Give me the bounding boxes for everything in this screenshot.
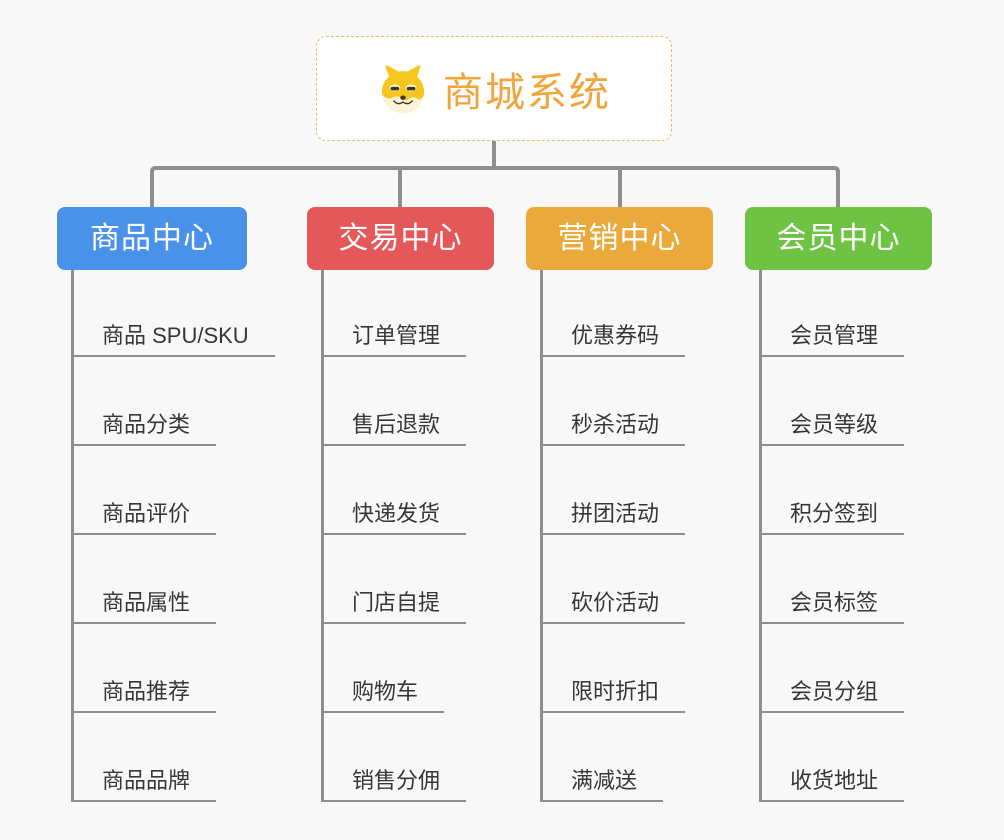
leaf-node-trade-center-2[interactable]: 快递发货 <box>321 501 467 535</box>
leaf-node-member-center-0[interactable]: 会员管理 <box>759 323 905 357</box>
column-trunk-line-member-center <box>759 270 762 802</box>
leaf-node-trade-center-1[interactable]: 售后退款 <box>321 412 467 446</box>
doge-icon <box>381 64 425 113</box>
leaf-node-marketing-center-0[interactable]: 优惠券码 <box>540 323 686 357</box>
column-trunk-line-product-center <box>71 270 74 802</box>
leaf-node-marketing-center-5[interactable]: 满减送 <box>540 768 664 802</box>
root-title: 商城系统 <box>443 70 611 115</box>
branch-node-product-center[interactable]: 商品中心 <box>57 207 247 270</box>
leaf-node-trade-center-4[interactable]: 购物车 <box>321 679 445 713</box>
leaf-node-trade-center-0[interactable]: 订单管理 <box>321 323 467 357</box>
leaf-node-marketing-center-1[interactable]: 秒杀活动 <box>540 412 686 446</box>
leaf-node-product-center-2[interactable]: 商品评价 <box>71 501 217 535</box>
branch-node-marketing-center[interactable]: 营销中心 <box>526 207 713 270</box>
leaf-node-marketing-center-3[interactable]: 砍价活动 <box>540 590 686 624</box>
leaf-node-trade-center-5[interactable]: 销售分佣 <box>321 768 467 802</box>
leaf-node-product-center-1[interactable]: 商品分类 <box>71 412 217 446</box>
branch-node-trade-center[interactable]: 交易中心 <box>307 207 494 270</box>
leaf-node-member-center-3[interactable]: 会员标签 <box>759 590 905 624</box>
leaf-node-product-center-3[interactable]: 商品属性 <box>71 590 217 624</box>
leaf-node-product-center-0[interactable]: 商品 SPU/SKU <box>71 323 275 357</box>
leaf-node-product-center-4[interactable]: 商品推荐 <box>71 679 217 713</box>
leaf-node-marketing-center-4[interactable]: 限时折扣 <box>540 679 686 713</box>
leaf-node-product-center-5[interactable]: 商品品牌 <box>71 768 217 802</box>
branch-node-member-center[interactable]: 会员中心 <box>745 207 932 270</box>
leaf-node-trade-center-3[interactable]: 门店自提 <box>321 590 467 624</box>
leaf-node-member-center-2[interactable]: 积分签到 <box>759 501 905 535</box>
root-node[interactable]: 商城系统 <box>316 36 672 141</box>
leaf-node-member-center-4[interactable]: 会员分组 <box>759 679 905 713</box>
leaf-node-marketing-center-2[interactable]: 拼团活动 <box>540 501 686 535</box>
leaf-node-member-center-5[interactable]: 收货地址 <box>759 768 905 802</box>
column-trunk-line-marketing-center <box>540 270 543 802</box>
leaf-node-member-center-1[interactable]: 会员等级 <box>759 412 905 446</box>
column-trunk-line-trade-center <box>321 270 324 802</box>
